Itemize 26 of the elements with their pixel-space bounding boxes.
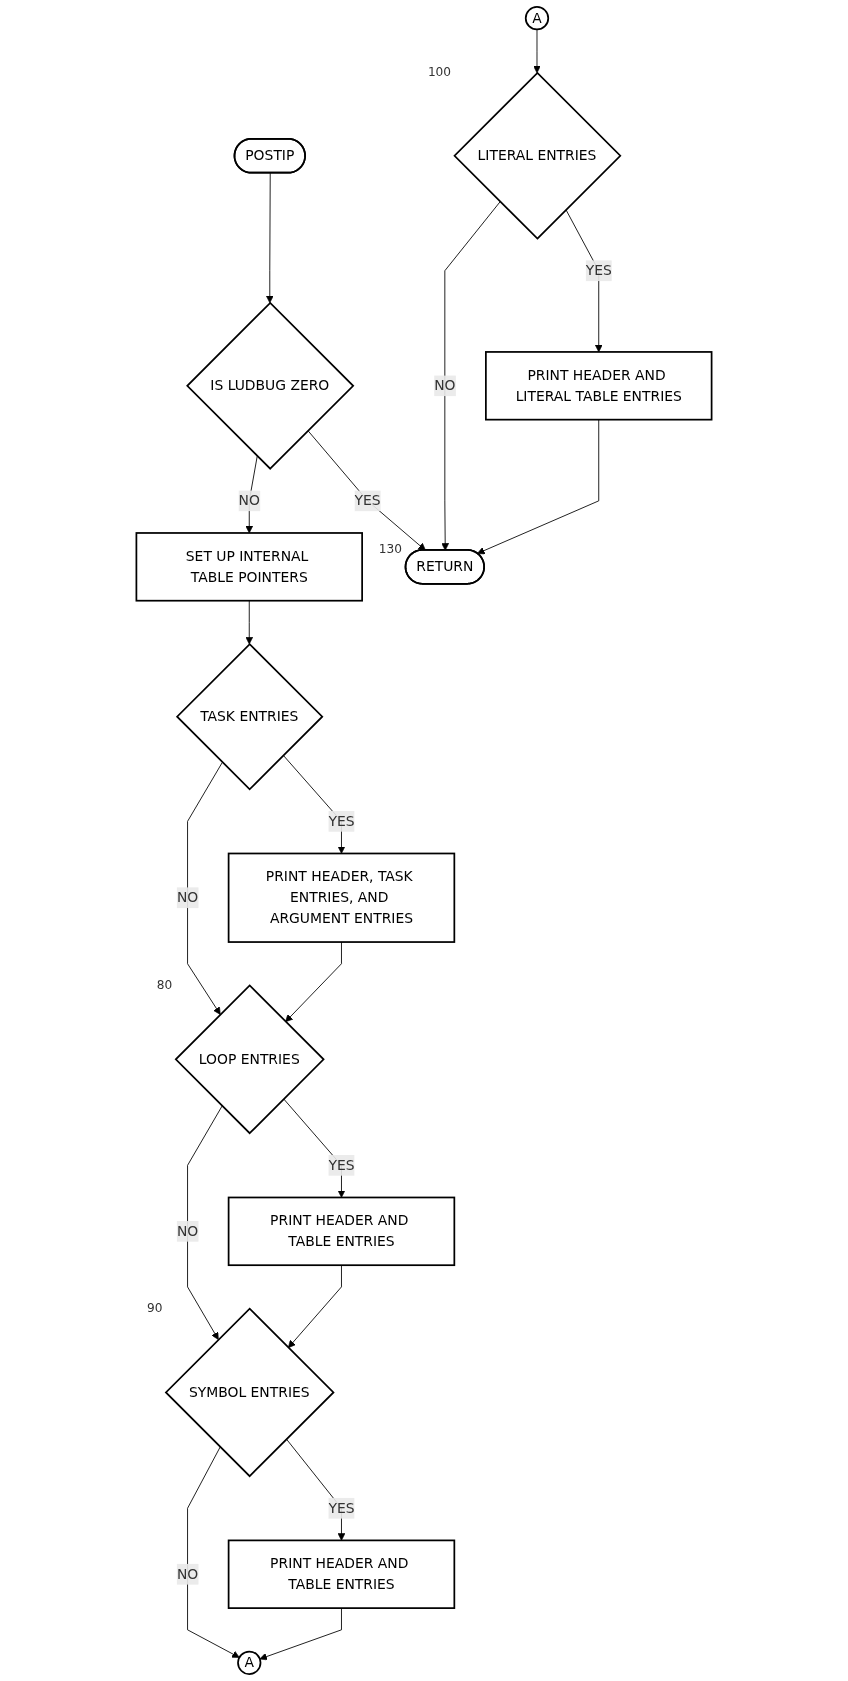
edge-label: NO xyxy=(176,1222,199,1240)
step-number: 130 xyxy=(378,542,403,557)
edge-label: YES xyxy=(328,1499,355,1517)
node-box: PRINT HEADER AND TABLE ENTRIES xyxy=(227,1196,456,1267)
node-diamond: LITERAL ENTRIES xyxy=(453,71,622,240)
node-box: PRINT HEADER AND TABLE ENTRIES xyxy=(227,1539,456,1609)
edge-label: YES xyxy=(585,262,612,279)
step-number: 100 xyxy=(427,65,452,80)
edge-label: NO xyxy=(176,1565,199,1583)
step-number: 90 xyxy=(147,1301,163,1316)
edge-label: YES xyxy=(328,812,355,830)
edge-label: NO xyxy=(434,377,456,394)
node-diamond: TASK ENTRIES xyxy=(175,642,324,791)
edge-label: NO xyxy=(238,492,260,509)
node-box: PRINT HEADER AND LITERAL TABLE ENTRIES xyxy=(485,351,713,421)
node-circle: A xyxy=(524,6,550,31)
edge-label: YES xyxy=(328,1156,355,1174)
edge-label: NO xyxy=(176,889,199,906)
node-diamond: IS LUDBUG ZERO xyxy=(186,301,355,470)
node-box: SET UP INTERNAL TABLE POINTERS xyxy=(135,532,363,602)
step-number: 80 xyxy=(156,977,173,992)
edge-label: YES xyxy=(354,492,381,509)
node-circle: A xyxy=(237,1650,262,1675)
node-diamond: SYMBOL ENTRIES xyxy=(164,1307,335,1478)
node-diamond: LOOP ENTRIES xyxy=(174,984,325,1135)
node-box: PRINT HEADER, TASK ENTRIES, AND ARGUMENT ENTRIES xyxy=(227,852,456,943)
